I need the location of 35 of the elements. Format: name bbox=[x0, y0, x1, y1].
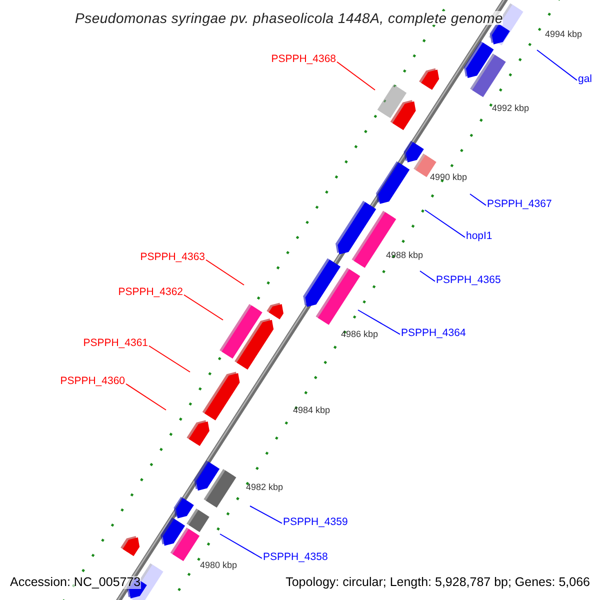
leader-line bbox=[206, 259, 244, 286]
tick-label: 4982 kbp bbox=[246, 483, 284, 492]
gene-label: PSPPH_4365 bbox=[436, 275, 501, 286]
genome-stats-text: Topology: circular; Length: 5,928,787 bp; Genes: 5,066 bbox=[286, 576, 590, 588]
title: Pseudomonas syringae pv. phaseolicola 1448A, complete genome bbox=[75, 11, 503, 25]
gene-label: PSPPH_4368 bbox=[271, 54, 336, 64]
leader-line bbox=[470, 194, 486, 206]
gene-label: hopI1 bbox=[466, 231, 492, 242]
gene-label: PSPPH_4364 bbox=[401, 328, 466, 338]
leader-line bbox=[148, 345, 190, 372]
tick-label: 4984 kbp bbox=[293, 406, 330, 415]
leader-line bbox=[336, 61, 376, 90]
leader-line bbox=[424, 210, 466, 238]
leader-line bbox=[358, 310, 400, 335]
gene-label: PSPPH_4367 bbox=[487, 199, 552, 210]
gene-label: gal bbox=[578, 74, 592, 84]
tick-label: 4994 kbp bbox=[545, 30, 582, 39]
tick-label: 4986 kbp bbox=[341, 330, 378, 339]
gene-label: PSPPH_4360 bbox=[60, 376, 125, 386]
leader-line bbox=[220, 534, 262, 559]
tick-label: 4988 kbp bbox=[386, 251, 424, 260]
tick-label: 4990 kbp bbox=[430, 173, 468, 182]
gene-label: PSPPH_4363 bbox=[140, 252, 205, 262]
leader-line bbox=[250, 506, 282, 524]
tick-label: 4980 kbp bbox=[200, 561, 238, 570]
gene-label: PSPPH_4359 bbox=[283, 517, 348, 528]
tick-label: 4992 kbp bbox=[492, 104, 530, 113]
leader-line bbox=[536, 50, 578, 81]
leader-line bbox=[420, 270, 436, 282]
gene-label: PSPPH_4361 bbox=[83, 338, 148, 348]
leader-line bbox=[126, 383, 166, 410]
gene-label: PSPPH_4362 bbox=[118, 287, 183, 298]
gene-label: PSPPH_4358 bbox=[263, 552, 328, 562]
leader-line bbox=[184, 294, 224, 320]
accession-text: Accession: NC_005773 bbox=[10, 576, 141, 588]
